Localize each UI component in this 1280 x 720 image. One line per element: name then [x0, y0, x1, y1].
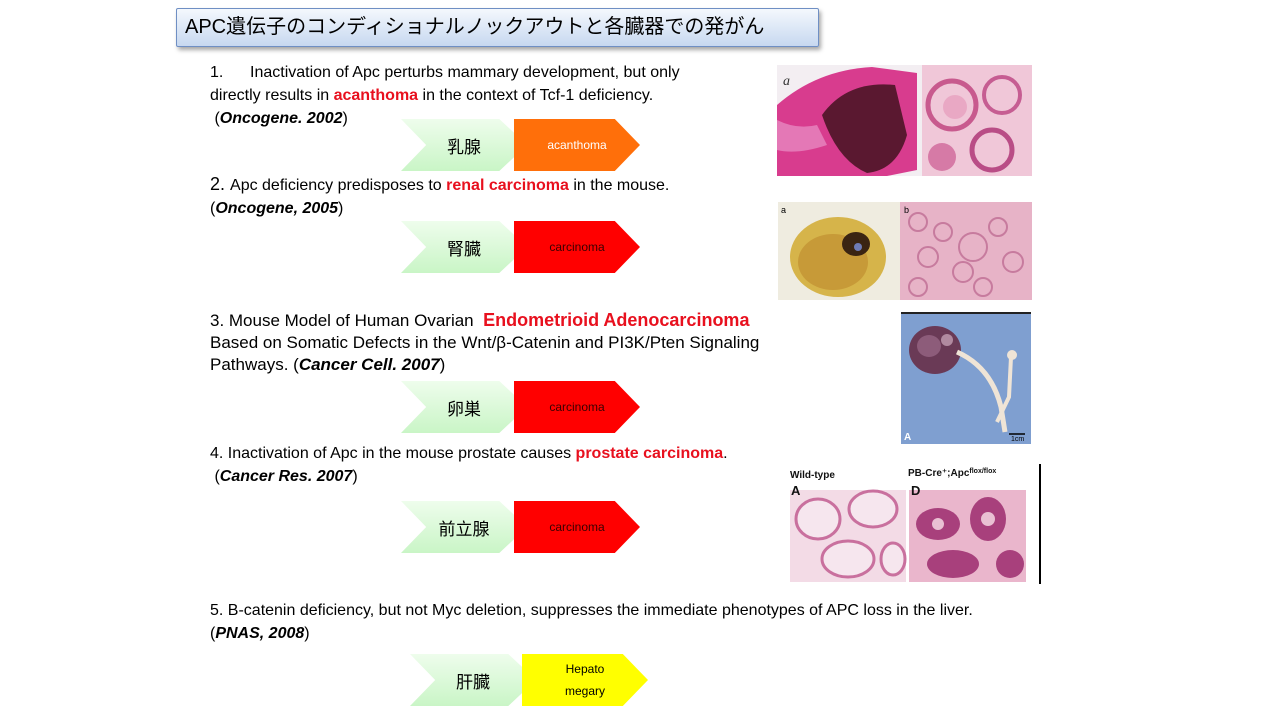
item1-text: 1. Inactivation of Apc perturbs mammary …	[210, 61, 680, 130]
item2-fig-label-a: a	[781, 205, 786, 215]
item2-line1: 2. Apc deficiency predisposes to renal c…	[210, 173, 669, 197]
item3-cite-close: )	[439, 355, 446, 374]
item3-organ-label: 卵巣	[447, 399, 481, 419]
item4-fig-right-label: D	[911, 483, 920, 498]
item2-cite-close: )	[338, 200, 344, 217]
item5-result-line1: Hepato	[565, 662, 605, 676]
item4-fig-left-title: Wild-type	[790, 470, 835, 481]
item4-histology-image: Wild-type A PB-Cre⁺;Apcflox/flox D	[788, 464, 1042, 584]
item2-cite-open: (	[210, 200, 216, 217]
item2-organ-chevron: 腎臓	[401, 221, 527, 273]
item4-organ-label: 前立腺	[438, 519, 490, 539]
item3-citation: Pathways. (Cancer Cell. 2007)	[210, 354, 759, 376]
item4-line1: 4. Inactivation of Apc in the mouse pros…	[210, 442, 728, 465]
item1-line2-pre: directly results in	[210, 87, 334, 104]
item1-line2-post: in the context of Tcf-1 deficiency.	[418, 87, 654, 104]
item4-fig-left-label: A	[791, 483, 801, 498]
item4-citation: (Cancer Res. 2007)	[210, 465, 728, 488]
item4-organ-chevron: 前立腺	[401, 501, 527, 553]
item1-cite-open: (	[210, 110, 220, 127]
item5-organ-label: 肝臓	[456, 672, 490, 692]
item1-cite-close: )	[342, 110, 348, 127]
item3-text: 3. Mouse Model of Human Ovarian Endometr…	[210, 309, 759, 376]
item4-text: 4. Inactivation of Apc in the mouse pros…	[210, 442, 728, 488]
item5-cite-close: )	[304, 625, 310, 642]
item3-fig-scale: 1cm	[1011, 436, 1024, 443]
item1-line1: 1. Inactivation of Apc perturbs mammary …	[210, 64, 680, 81]
item2-citation: (Oncogene, 2005)	[210, 197, 669, 220]
item1-fig-label: a	[783, 74, 790, 89]
item2-histology-svg: a b	[778, 202, 1032, 300]
item2-result-chevron: carcinoma	[514, 221, 640, 273]
item4-result-label: carcinoma	[549, 520, 605, 534]
item2-journal: Oncogene, 2005	[215, 200, 339, 217]
item4-result-chevron: carcinoma	[514, 501, 640, 553]
item1-highlight: acanthoma	[333, 87, 419, 104]
item1-citation: (Oncogene. 2002)	[210, 107, 680, 130]
item2-line1-main: Apc deficiency predisposes to	[230, 177, 447, 194]
item5-journal: PNAS, 2008	[215, 625, 305, 642]
item5-citation: (PNAS, 2008)	[210, 622, 973, 645]
item5-result-chevron: Hepato megary	[522, 654, 648, 706]
item4-line1-post: .	[723, 445, 728, 462]
item2-result-label: carcinoma	[549, 240, 605, 254]
item4-cite-close: )	[352, 468, 358, 485]
item3-journal: Cancer Cell. 2007	[298, 355, 440, 374]
item3-line3-pre: Pathways. (	[210, 355, 299, 374]
item3-fig-label: A	[904, 432, 911, 443]
item2-organ-label: 腎臓	[447, 239, 481, 259]
item3-result-label: carcinoma	[549, 400, 605, 414]
item5-result-line2: megary	[564, 684, 605, 698]
item1-journal: Oncogene. 2002	[219, 110, 343, 127]
item2-number: 2.	[210, 174, 231, 194]
slide-title: APC遺伝子のコンディショナルノックアウトと各臓器での発がん	[176, 8, 819, 47]
item1-result-chevron: acanthoma	[514, 119, 640, 171]
item2-fig-label-b: b	[904, 205, 909, 215]
item4-fig-right-sup: flox/flox	[969, 468, 996, 475]
item2-text: 2. Apc deficiency predisposes to renal c…	[210, 173, 669, 220]
item3-ovary-svg: A 1cm	[901, 312, 1031, 444]
item1-line2: directly results in acanthoma in the con…	[210, 84, 680, 107]
item4-journal: Cancer Res. 2007	[219, 468, 353, 485]
item1-histology-svg: a	[777, 65, 1032, 176]
item3-ovary-image: A 1cm	[901, 312, 1031, 444]
item1-histology-image: a	[777, 65, 1032, 176]
item2-highlight: renal carcinoma	[446, 177, 569, 194]
item5-organ-chevron: 肝臓	[410, 654, 536, 706]
item2-line1-post: in the mouse.	[568, 177, 670, 194]
item1-organ-label: 乳腺	[447, 137, 481, 157]
item4-cite-open: (	[210, 468, 220, 485]
item4-fig-right-title: PB-Cre⁺;Apc	[908, 468, 970, 479]
item3-line1: 3. Mouse Model of Human Ovarian Endometr…	[210, 309, 759, 332]
item4-line1-pre: 4. Inactivation of Apc in the mouse pros…	[210, 445, 576, 462]
svg-text:PB-Cre⁺;Apcflox/flox: PB-Cre⁺;Apcflox/flox	[908, 468, 996, 479]
item3-line1-pre: 3. Mouse Model of Human Ovarian	[210, 311, 484, 330]
item4-highlight: prostate carcinoma	[575, 445, 724, 462]
item3-line2: Based on Somatic Defects in the Wnt/β-Ca…	[210, 333, 760, 352]
item2-histology-image: a b	[778, 202, 1032, 300]
item3-result-chevron: carcinoma	[514, 381, 640, 433]
item4-histology-svg: Wild-type A PB-Cre⁺;Apcflox/flox D	[788, 464, 1042, 584]
item3-highlight: Endometrioid Adenocarcinoma	[483, 310, 750, 330]
item5-cite-open: (	[210, 625, 216, 642]
item3-organ-chevron: 卵巣	[401, 381, 527, 433]
item1-result-label: acanthoma	[547, 138, 607, 152]
item5-text: 5. B-catenin deficiency, but not Myc del…	[210, 599, 973, 645]
item5-line1: 5. B-catenin deficiency, but not Myc del…	[210, 602, 973, 619]
